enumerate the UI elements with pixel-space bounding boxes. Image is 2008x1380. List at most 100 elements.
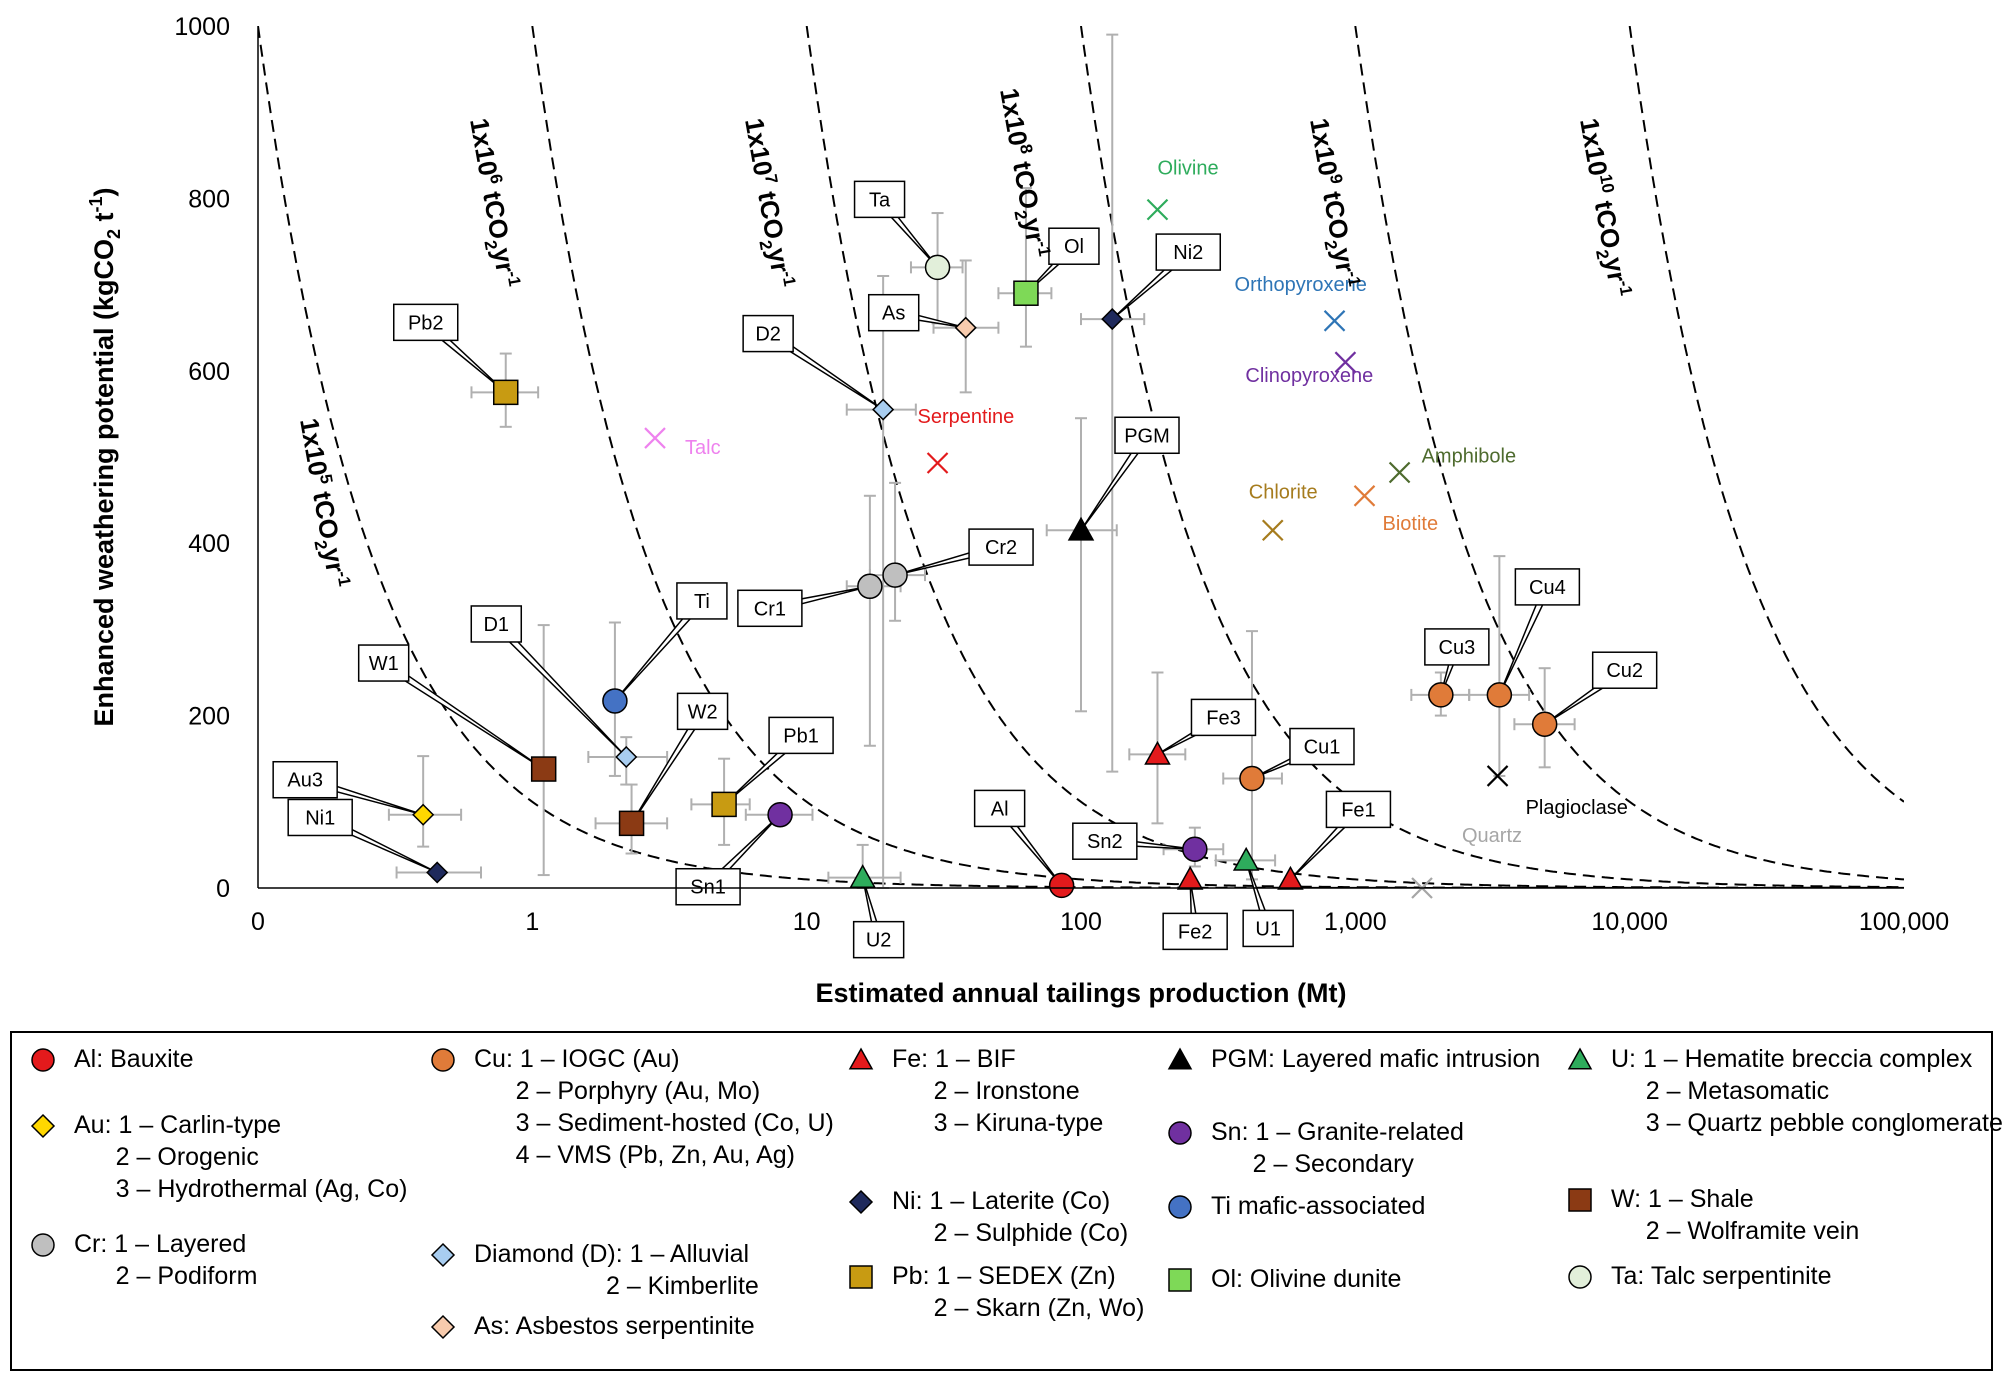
deposit-marker [1176, 865, 1204, 890]
legend-symbol-shape [431, 1048, 455, 1072]
isoline-label-part: yr [487, 246, 521, 275]
chart: TalcSerpentineOlivineOrthopyroxeneClinop… [86, 13, 1949, 1008]
deposit-label: Cr2 [985, 537, 1017, 559]
y-axis-title: Enhanced weathering potential (kgCO2 t-1… [86, 187, 124, 726]
legend-line: Pb: 1 – SEDEX (Zn) [892, 1262, 1116, 1290]
legend-line: Al: Bauxite [74, 1045, 194, 1073]
isoline-label-part: -1 [778, 270, 799, 288]
y-tick-label: 400 [188, 530, 230, 558]
legend-symbol [430, 1314, 456, 1340]
deposit-marker [1486, 682, 1513, 708]
legend-line: 2 – Kimberlite [474, 1272, 759, 1300]
isoline-label-part: 5 [316, 473, 336, 486]
legend-symbol [30, 1113, 56, 1139]
x-axis-title: Estimated annual tailings production (Mt… [815, 978, 1346, 1008]
deposit-label: Cu4 [1529, 577, 1566, 599]
label-box [392, 303, 459, 342]
legend-symbol [1168, 1195, 1192, 1219]
y-tick-label: 1000 [174, 13, 230, 41]
deposit-marker [1531, 711, 1558, 737]
deposit-label: Cu1 [1304, 737, 1341, 759]
deposit-label: Cu3 [1439, 637, 1476, 659]
deposit-label: Pb2 [408, 312, 444, 334]
mineral-label: Talc [685, 437, 721, 459]
y-tick-label: 200 [188, 703, 230, 731]
isoline-label: 1x106 tCO2yr-1 [459, 116, 524, 291]
legend-line: 2 – Sulphide (Co) [892, 1219, 1129, 1247]
label-box [287, 798, 353, 837]
deposit-label: Au3 [287, 770, 323, 792]
deposit-marker [1277, 865, 1304, 890]
legend-line: Sn: 1 – Granite-related [1211, 1118, 1464, 1146]
legend-line: 2 – Podiform [74, 1262, 258, 1290]
deposit-markers [412, 254, 1558, 899]
deposit-marker [426, 861, 449, 884]
legend-symbol-shape [1168, 1121, 1192, 1145]
label-box [470, 605, 523, 643]
isoline-label-part: yr [317, 546, 351, 575]
mineral-label: Biotite [1383, 513, 1439, 535]
legend-line: 2 – Secondary [1211, 1150, 1414, 1178]
deposit-label: W2 [688, 701, 718, 723]
label-box [737, 589, 803, 628]
legend-symbol-shape [430, 1242, 456, 1268]
isoline-label-part: 1x10 [994, 86, 1034, 148]
label-box [968, 528, 1034, 566]
legend-line: PGM: Layered mafic intrusion [1211, 1045, 1541, 1073]
label-box [676, 692, 729, 731]
isoline-label-part: -1 [333, 570, 354, 588]
legend-symbol [1568, 1265, 1592, 1289]
legend-symbol-shape [30, 1113, 56, 1139]
label-box [1114, 416, 1180, 455]
legend-symbol-shape [1168, 1268, 1192, 1292]
deposit-label: PGM [1124, 425, 1170, 447]
y-tick-label: 800 [188, 185, 230, 213]
legend-line: 3 – Kiruna-type [892, 1109, 1104, 1137]
mineral-label: Serpentine [918, 406, 1015, 428]
legend-symbol-shape [1167, 1047, 1193, 1070]
legend-line: Cu: 1 – IOGC (Au) [474, 1045, 680, 1073]
deposit-marker [618, 810, 645, 837]
deposit-marker [954, 316, 977, 339]
deposit-marker [412, 803, 435, 826]
legend-line: U: 1 – Hematite breccia complex [1611, 1045, 1973, 1073]
isoline-label-part: 7 [761, 173, 781, 186]
mineral-marker [1261, 519, 1284, 542]
mineral-marker [1146, 198, 1169, 221]
legend-line: Au: 1 – Carlin-type [74, 1111, 282, 1139]
legend-line: 2 – Orogenic [74, 1143, 259, 1171]
mineral-label: Orthopyroxene [1235, 274, 1367, 296]
mineral-marker [644, 427, 666, 449]
isoline-label-part: 1x10 [1574, 116, 1614, 178]
isoline [1628, 26, 1904, 803]
label-box [853, 180, 906, 219]
label-box [1424, 628, 1490, 666]
label-box [1072, 822, 1138, 860]
label-box [742, 314, 794, 353]
legend-line: Diamond (D): 1 – Alluvial [474, 1240, 750, 1268]
legend-line: Ol: Olivine dunite [1211, 1265, 1402, 1293]
legend-line: 2 – Skarn (Zn, Wo) [892, 1294, 1145, 1322]
deposit-marker [1232, 846, 1260, 871]
deposit-label: Ni2 [1173, 242, 1203, 264]
legend-line: 3 – Hydrothermal (Ag, Co) [74, 1175, 408, 1203]
label-box [867, 293, 920, 332]
legend-symbol-shape [31, 1048, 55, 1072]
legend-symbol-shape [1568, 1265, 1592, 1289]
y-axis-title-close: ) [89, 187, 119, 196]
label-box [1048, 227, 1100, 265]
legend-line: Cr: 1 – Layered [74, 1230, 247, 1258]
legend-line: 2 – Porphyry (Au, Mo) [474, 1077, 761, 1105]
isoline-label-part: 1x10 [1304, 116, 1344, 178]
isoline-label-part: 8 [1016, 143, 1036, 156]
deposit-marker [872, 398, 895, 421]
legend-symbol-shape [849, 1265, 873, 1289]
y-axis-title-exp: -1 [86, 196, 106, 212]
label-box [1242, 909, 1294, 948]
deposit-label: U1 [1255, 918, 1281, 940]
deposit-marker [711, 791, 737, 818]
isoline-label-part: 1x10 [739, 116, 779, 178]
isoline-label-part: -1 [1343, 270, 1364, 288]
isoline-label: 1x108 tCO2yr-1 [989, 86, 1054, 261]
